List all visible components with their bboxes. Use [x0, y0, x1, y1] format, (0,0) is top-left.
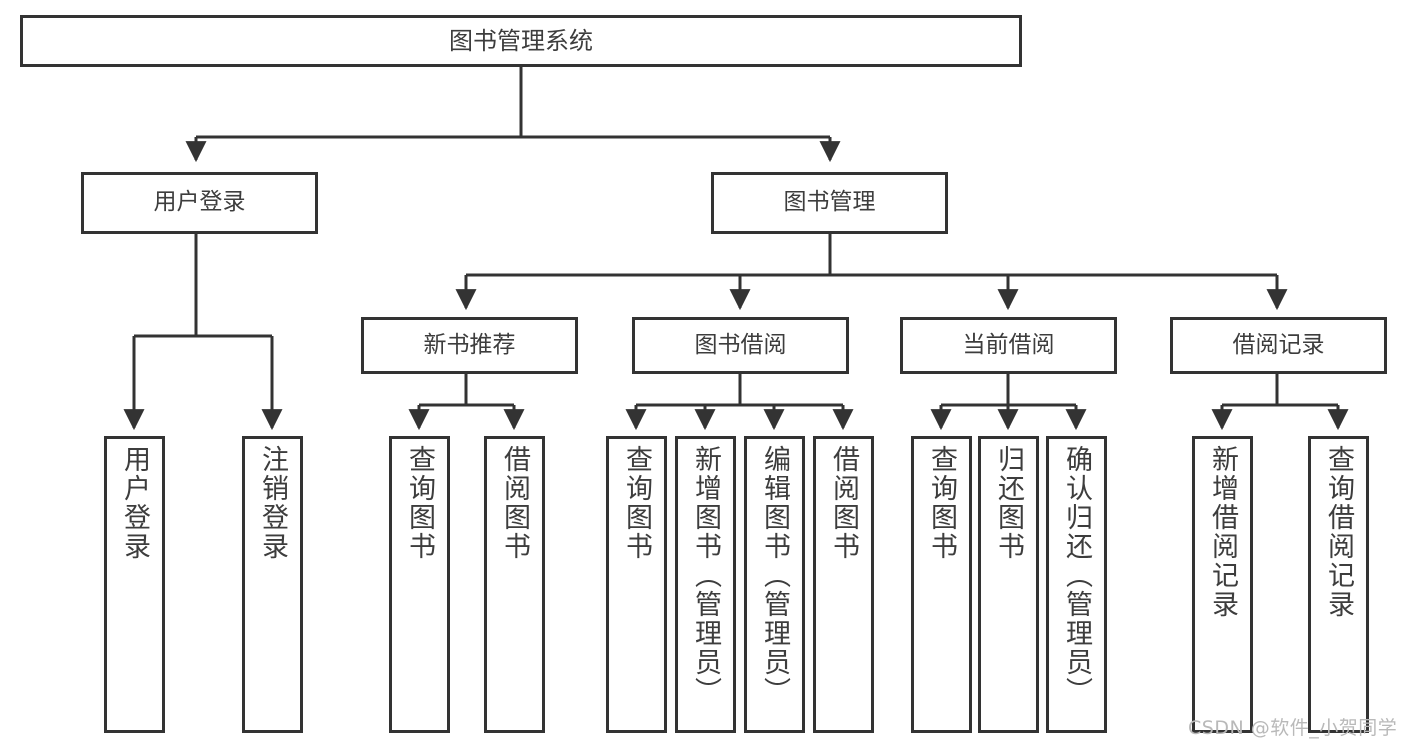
node-new-book-recommend-label: 新书推荐 [423, 331, 516, 358]
node-book-management[interactable]: 图书管理 [711, 172, 948, 234]
node-new-book-recommend[interactable]: 新书推荐 [361, 317, 578, 374]
node-leaf-query-record-label: 查询借阅记录 [1323, 445, 1354, 619]
node-leaf-user-logout-label: 注销登录 [257, 445, 288, 561]
node-root[interactable]: 图书管理系统 [20, 15, 1022, 67]
node-book-management-label: 图书管理 [783, 189, 876, 216]
node-leaf-confirm-return-label: 确认归还（管理员） [1061, 445, 1092, 706]
node-book-borrow-label: 图书借阅 [694, 331, 787, 358]
node-leaf-query-book-2-label: 查询图书 [621, 445, 652, 561]
node-leaf-add-record-label: 新增借阅记录 [1207, 445, 1238, 619]
node-leaf-borrow-book-2[interactable]: 借阅图书 [813, 436, 874, 733]
node-leaf-edit-book[interactable]: 编辑图书（管理员） [744, 436, 805, 733]
node-leaf-query-book-1[interactable]: 查询图书 [389, 436, 450, 733]
node-leaf-user-login-label: 用户登录 [119, 445, 150, 561]
node-current-borrow[interactable]: 当前借阅 [900, 317, 1117, 374]
node-leaf-confirm-return[interactable]: 确认归还（管理员） [1046, 436, 1107, 733]
node-leaf-return-book-label: 归还图书 [993, 445, 1024, 561]
node-leaf-borrow-book-2-label: 借阅图书 [828, 445, 859, 561]
node-leaf-edit-book-label: 编辑图书（管理员） [759, 445, 790, 706]
node-leaf-query-record[interactable]: 查询借阅记录 [1308, 436, 1369, 733]
node-leaf-return-book[interactable]: 归还图书 [978, 436, 1039, 733]
node-root-label: 图书管理系统 [449, 26, 593, 55]
node-leaf-query-book-3[interactable]: 查询图书 [911, 436, 972, 733]
node-leaf-query-book-3-label: 查询图书 [926, 445, 957, 561]
node-leaf-user-logout[interactable]: 注销登录 [242, 436, 303, 733]
node-leaf-borrow-book-1[interactable]: 借阅图书 [484, 436, 545, 733]
node-book-borrow[interactable]: 图书借阅 [632, 317, 849, 374]
node-user-login[interactable]: 用户登录 [81, 172, 318, 234]
node-leaf-add-book-label: 新增图书（管理员） [690, 445, 721, 706]
node-borrow-record[interactable]: 借阅记录 [1170, 317, 1387, 374]
csdn-watermark: CSDN @软件_小贺同学 [1188, 717, 1398, 739]
node-leaf-add-book[interactable]: 新增图书（管理员） [675, 436, 736, 733]
node-leaf-query-book-1-label: 查询图书 [404, 445, 435, 561]
node-leaf-add-record[interactable]: 新增借阅记录 [1192, 436, 1253, 733]
node-borrow-record-label: 借阅记录 [1232, 331, 1325, 358]
node-current-borrow-label: 当前借阅 [962, 331, 1055, 358]
node-leaf-query-book-2[interactable]: 查询图书 [606, 436, 667, 733]
node-leaf-user-login[interactable]: 用户登录 [104, 436, 165, 733]
node-user-login-label: 用户登录 [153, 189, 246, 216]
node-leaf-borrow-book-1-label: 借阅图书 [499, 445, 530, 561]
